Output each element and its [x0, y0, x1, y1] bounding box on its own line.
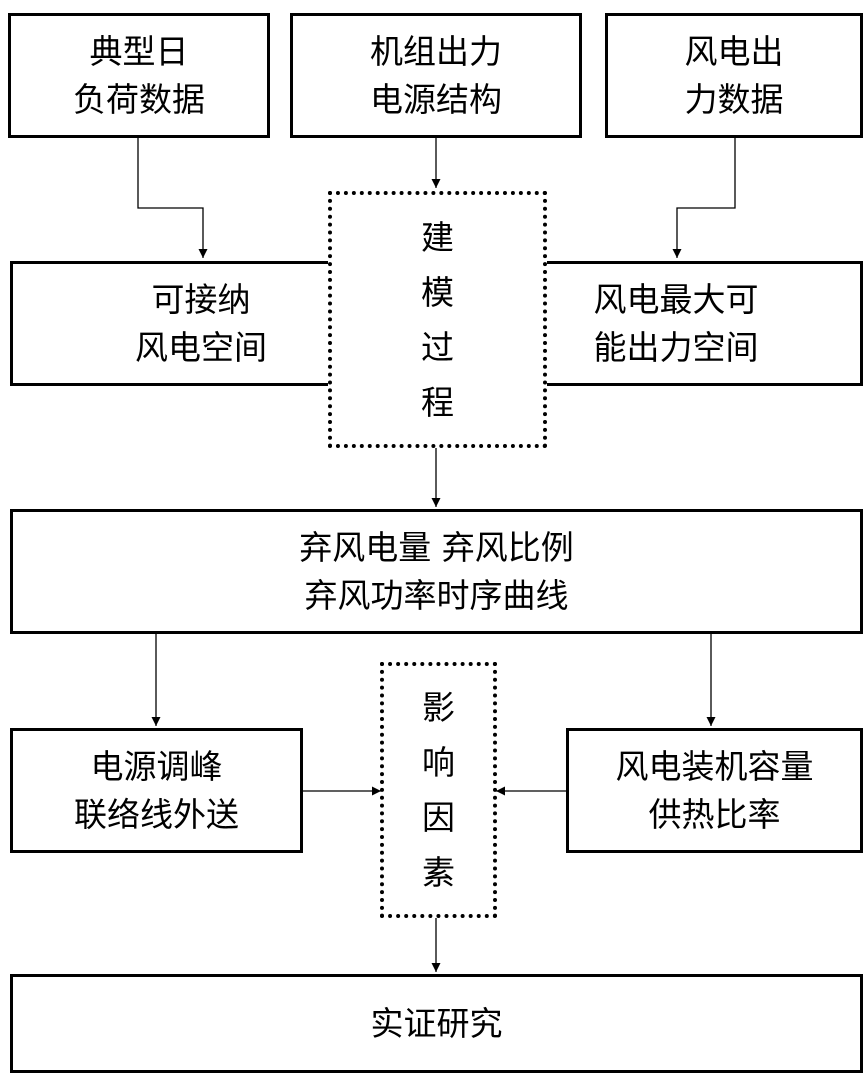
typical-load-box: 典型日 负荷数据 [8, 13, 270, 138]
curtailment-box: 弃风电量 弃风比例 弃风功率时序曲线 [10, 509, 863, 634]
arrow-load-to-acceptable [137, 138, 208, 258]
influence-char-4: 素 [422, 853, 455, 892]
modeling-char-3: 过 [421, 327, 454, 367]
wind-output-box: 风电出 力数据 [605, 13, 863, 138]
left-factors-line-1: 电源调峰 [90, 746, 223, 786]
empirical-study-label: 实证研究 [370, 1003, 503, 1043]
modeling-char-2: 模 [421, 272, 454, 312]
left-factors-line-2: 联络线外送 [74, 794, 239, 834]
typical-load-line-1: 典型日 [89, 31, 189, 71]
acceptable-wind-line-2: 风电空间 [135, 327, 267, 367]
wind-output-line-1: 风电出 [684, 31, 784, 71]
typical-load-line-2: 负荷数据 [73, 79, 205, 119]
unit-output-line-2: 电源结构 [370, 79, 502, 119]
modeling-char-4: 程 [421, 382, 454, 422]
right-factors-box: 风电装机容量 供热比率 [566, 728, 863, 853]
curtailment-line-2: 弃风功率时序曲线 [304, 575, 569, 615]
right-factors-line-2: 供热比率 [648, 794, 781, 834]
acceptable-wind-line-1: 可接纳 [151, 279, 251, 319]
unit-output-box: 机组出力 电源结构 [290, 13, 582, 138]
left-factors-box: 电源调峰 联络线外送 [10, 728, 303, 853]
max-wind-line-1: 风电最大可 [593, 279, 759, 319]
modeling-process-box: 建 模 过 程 [328, 191, 547, 448]
max-wind-line-2: 能出力空间 [593, 327, 759, 367]
right-factors-line-1: 风电装机容量 [615, 746, 814, 786]
modeling-char-1: 建 [421, 217, 454, 257]
influence-char-2: 响 [422, 743, 455, 782]
arrow-wind-to-max [672, 138, 736, 258]
wind-output-line-2: 力数据 [684, 79, 784, 119]
influence-char-1: 影 [422, 688, 455, 727]
influence-char-3: 因 [422, 798, 455, 837]
unit-output-line-1: 机组出力 [370, 31, 502, 71]
curtailment-line-1: 弃风电量 弃风比例 [299, 527, 574, 567]
influence-factors-box: 影 响 因 素 [380, 662, 497, 918]
empirical-study-box: 实证研究 [10, 974, 863, 1073]
acceptable-wind-space-box: 可接纳 风电空间 [10, 261, 392, 386]
